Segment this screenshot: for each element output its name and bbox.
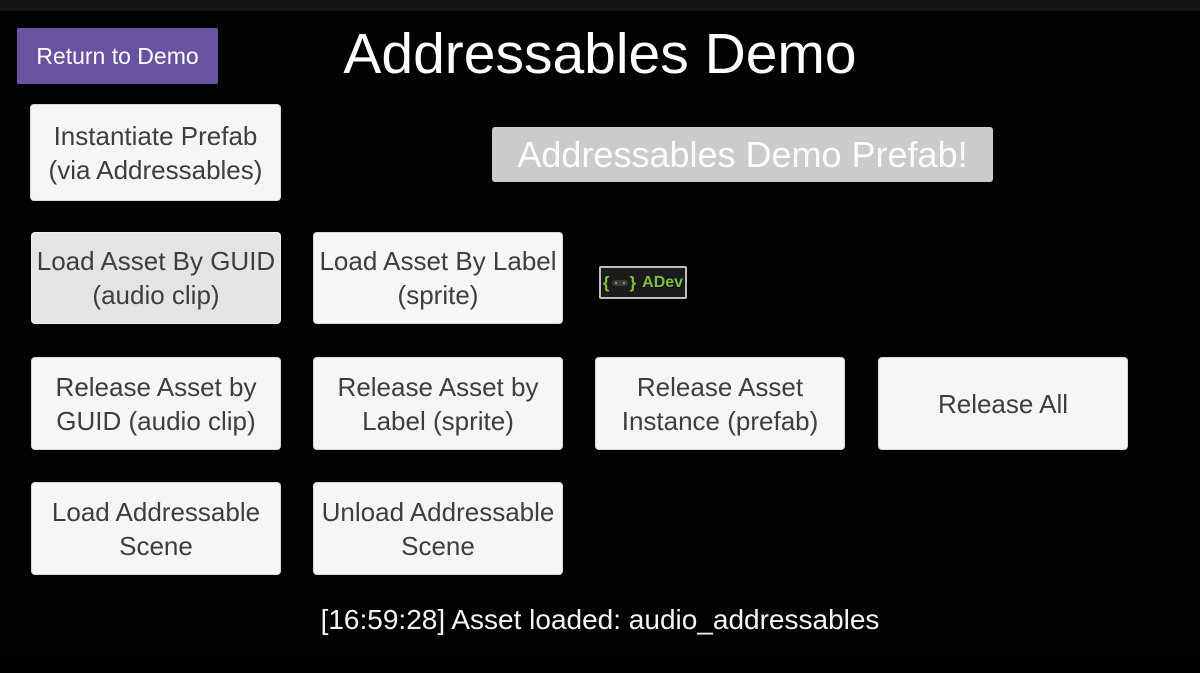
release-asset-by-guid-label: Release Asset by GUID (audio clip) — [55, 371, 257, 436]
bottom-letterbox-strip — [0, 659, 1200, 673]
release-asset-by-guid-button[interactable]: Release Asset by GUID (audio clip) — [31, 357, 281, 450]
load-asset-by-guid-button[interactable]: Load Asset By GUID (audio clip) — [31, 232, 281, 324]
return-to-demo-button[interactable]: Return to Demo — [17, 28, 218, 84]
load-asset-by-guid-label: Load Asset By GUID (audio clip) — [36, 246, 276, 310]
page-title: Addressables Demo — [343, 22, 857, 86]
prefab-banner-label: Addressables Demo Prefab! — [517, 133, 968, 175]
release-asset-instance-label: Release Asset Instance (prefab) — [621, 371, 819, 436]
instantiate-prefab-label: Instantiate Prefab (via Addressables) — [48, 120, 263, 185]
unload-addressable-scene-label: Unload Addressable Scene — [321, 496, 555, 561]
brace-close-glyph: } — [629, 273, 637, 292]
release-all-label: Release All — [937, 388, 1069, 419]
release-all-button[interactable]: Release All — [878, 357, 1128, 450]
release-asset-instance-button[interactable]: Release Asset Instance (prefab) — [595, 357, 845, 450]
unload-addressable-scene-button[interactable]: Unload Addressable Scene — [313, 482, 563, 575]
release-asset-by-label-button[interactable]: Release Asset by Label (sprite) — [313, 357, 563, 450]
top-letterbox-strip — [0, 0, 1200, 11]
load-addressable-scene-button[interactable]: Load Addressable Scene — [31, 482, 281, 575]
status-log-text: [16:59:28] Asset loaded: audio_addressab… — [320, 604, 880, 635]
addressables-demo-prefab-banner: Addressables Demo Prefab! — [492, 127, 993, 182]
load-asset-by-label-button[interactable]: Load Asset By Label (sprite) — [313, 232, 563, 324]
adev-logo-sprite: { } ADev — [599, 266, 687, 299]
return-to-demo-label: Return to Demo — [36, 42, 199, 69]
adev-sprite-label: ADev — [642, 273, 684, 291]
gamepad-icon — [611, 278, 628, 288]
instantiate-prefab-button[interactable]: Instantiate Prefab (via Addressables) — [30, 104, 281, 201]
brace-open-glyph: { — [602, 273, 610, 292]
release-asset-by-label-label: Release Asset by Label (sprite) — [337, 371, 539, 436]
load-asset-by-label-label: Load Asset By Label (sprite) — [319, 246, 557, 310]
load-addressable-scene-label: Load Addressable Scene — [51, 496, 261, 561]
